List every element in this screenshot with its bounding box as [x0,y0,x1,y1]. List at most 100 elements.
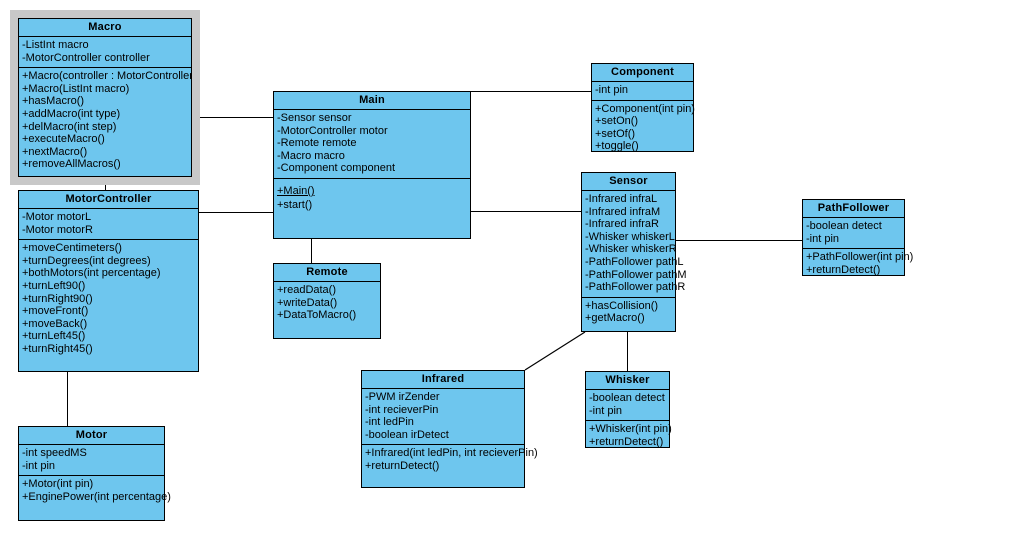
class-box-macro[interactable]: Macro -ListInt macro -MotorController co… [10,10,200,185]
class-box-component[interactable]: Component -int pin +Component(int pin) +… [591,63,695,152]
operation-row: +turnLeft90() [22,279,86,292]
operation-row: +PathFollower(int pin) [806,251,914,264]
class-attributes-motor: -int speedMS -int pin [19,445,164,477]
attribute-row: -int recieverPin [365,403,439,416]
operation-row: +getMacro() [585,312,645,325]
association-sensor-whisker [627,332,628,371]
attribute-row: -Motor motorL [22,211,92,223]
operation-row: +returnDetect() [589,435,664,448]
operation-row: +toggle() [595,140,639,153]
class-box-infrared[interactable]: Infrared -PWM irZender -int recieverPin … [361,370,538,488]
attribute-row: -Remote remote [277,137,357,150]
operation-row: +Component(int pin) [595,102,695,115]
attribute-row: -MotorController controller [22,51,150,64]
class-attributes-whisker: -boolean detect -int pin [586,390,669,422]
class-operations-motor: +Motor(int pin) +EnginePower(int percent… [19,476,171,506]
operation-row: +addMacro(int type) [22,107,121,120]
attribute-row: -int pin [22,459,56,472]
class-operations-sensor: +hasCollision() +getMacro() [582,298,675,328]
operation-row: +start() [277,198,313,211]
operation-row: +moveCentimeters() [22,242,122,255]
operation-row: +returnDetect() [806,263,881,276]
operation-row: +Macro(ListInt macro) [22,82,130,95]
class-name-sensor: Sensor [582,173,675,191]
class-operations-pathfollower: +PathFollower(int pin) +returnDetect() [803,249,914,279]
class-operations-remote: +readData() +writeData() +DataToMacro() [274,282,380,325]
class-box-main[interactable]: Main -Sensor sensor -MotorController mot… [273,91,471,239]
attribute-row: -Motor motorR [22,223,93,236]
operation-row: +executeMacro() [22,133,105,146]
association-motorcontroller-motor [67,372,68,426]
class-operations-infrared: +Infrared(int ledPin, int recieverPin) +… [362,445,538,475]
class-name-infrared: Infrared [362,371,524,389]
class-attributes-sensor: -Infrared infraL -Infrared infraM -Infra… [582,191,687,298]
operation-row: +removeAllMacros() [22,158,121,171]
attribute-row: -PathFollower pathL [585,255,684,268]
operation-row: +readData() [277,284,337,296]
class-operations-motorcontroller: +moveCentimeters() +turnDegrees(int degr… [19,240,198,358]
class-name-component: Component [592,64,693,82]
attribute-row: -PathFollower pathR [585,281,686,294]
attribute-row: -boolean detect [806,220,882,232]
class-attributes-main: -Sensor sensor -MotorController motor -R… [274,110,470,179]
class-box-pathfollower[interactable]: PathFollower -boolean detect -int pin +P… [802,199,914,279]
attribute-row: -int pin [806,232,840,245]
operation-row: +turnRight45() [22,342,93,355]
attribute-row: -boolean detect [589,392,665,404]
class-box-sensor[interactable]: Sensor -Infrared infraL -Infrared infraM… [581,172,687,332]
class-name-remote: Remote [274,264,380,282]
attribute-row: -Whisker whiskerL [585,230,675,243]
class-name-whisker: Whisker [586,372,669,390]
association-main-remote [311,239,312,263]
attribute-row: -Infrared infraL [585,193,658,205]
operation-row-static: +Main() [277,184,315,197]
attribute-row: -PWM irZender [365,391,440,403]
attribute-row: -Sensor sensor [277,112,352,124]
attribute-row: -ListInt macro [22,39,89,51]
operation-row: +EnginePower(int percentage) [22,490,171,503]
attribute-row: -int speedMS [22,447,87,459]
class-box-motorcontroller[interactable]: MotorController -Motor motorL -Motor mot… [18,190,199,372]
operation-row: +bothMotors(int percentage) [22,267,161,280]
class-name-main: Main [274,92,470,110]
operation-row: +Motor(int pin) [22,478,94,491]
operation-row: +setOn() [595,115,639,128]
operation-row: +moveFront() [22,305,89,318]
class-name-motorcontroller: MotorController [19,191,198,209]
association-main-sensor [471,211,581,212]
attribute-row: -PathFollower pathM [585,268,687,281]
operation-row: +returnDetect() [365,459,440,472]
association-macro-motorcontroller [105,177,106,190]
operation-row: +writeData() [277,296,338,309]
operation-row: +nextMacro() [22,145,88,158]
class-box-whisker[interactable]: Whisker -boolean detect -int pin +Whiske… [585,371,672,448]
class-attributes-infrared: -PWM irZender -int recieverPin -int ledP… [362,389,524,446]
association-main-component [471,91,591,92]
operation-row: +turnDegrees(int degrees) [22,254,151,267]
operation-row: +Macro(controller : MotorController) [22,70,197,83]
operation-row: +turnLeft45() [22,330,86,343]
class-name-macro: Macro [19,19,191,37]
class-attributes-motorcontroller: -Motor motorL -Motor motorR [19,209,198,241]
class-name-motor: Motor [19,427,164,445]
association-macro-main [192,117,273,118]
class-box-motor[interactable]: Motor -int speedMS -int pin +Motor(int p… [18,426,171,521]
class-attributes-pathfollower: -boolean detect -int pin [803,218,904,250]
class-attributes-component: -int pin [592,82,693,101]
class-operations-macro: +Macro(controller : MotorController) +Ma… [19,68,197,174]
class-box-remote[interactable]: Remote +readData() +writeData() +DataToM… [273,263,381,339]
operation-row: +Infrared(int ledPin, int recieverPin) [365,447,538,460]
attribute-row: -Component component [277,162,396,175]
association-sensor-pathfollower [676,240,802,241]
class-operations-component: +Component(int pin) +setOn() +setOf() +t… [592,101,695,156]
operation-row: +moveBack() [22,317,88,330]
attribute-row: -Infrared infraM [585,205,661,218]
attribute-row: -boolean irDetect [365,428,449,441]
attribute-row: -Macro macro [277,149,345,162]
class-name-pathfollower: PathFollower [803,200,904,218]
association-sensor-infrared [524,331,586,371]
operation-row: +hasCollision() [585,299,659,312]
association-motorcontroller-main [199,212,273,213]
operation-row: +setOf() [595,127,636,140]
